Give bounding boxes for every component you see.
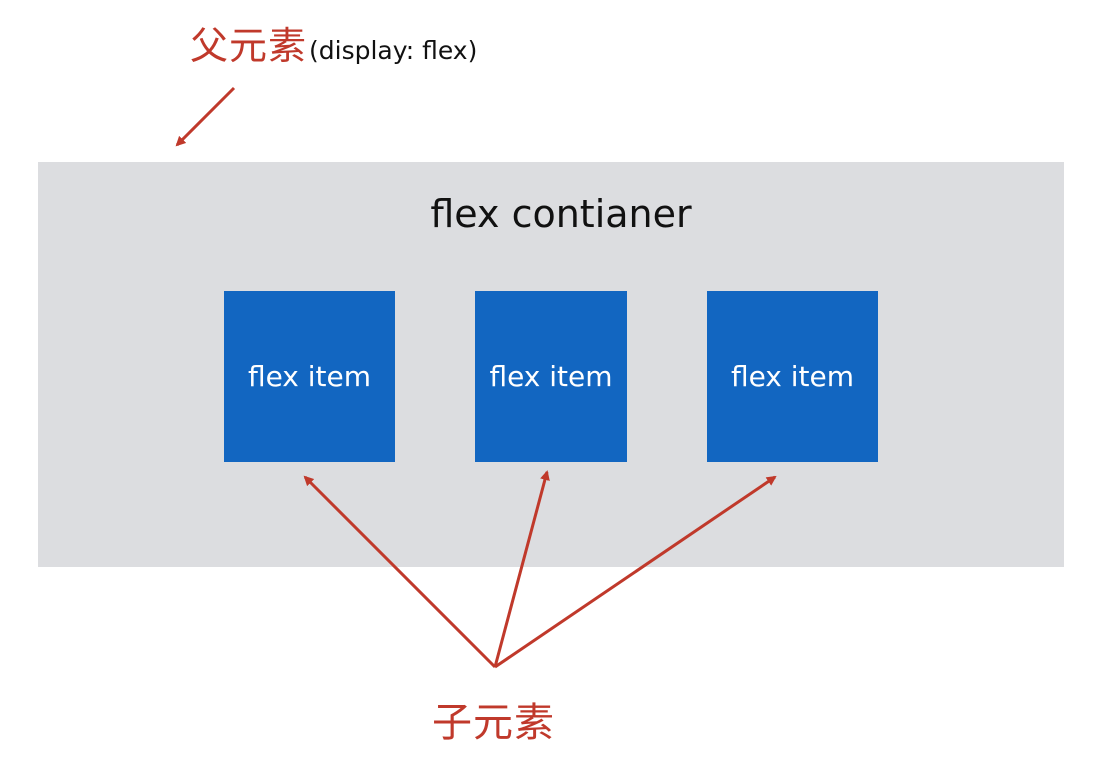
flex-item-3-label: flex item [730, 360, 855, 393]
flex-container: flex contianer flex item flex item flex … [38, 162, 1064, 567]
parent-arrow [175, 86, 236, 147]
flex-item-2: flex item [475, 291, 627, 462]
flex-container-title: flex contianer [430, 192, 692, 236]
parent-element-label: 父元素(display: flex) [190, 22, 477, 70]
flex-item-3: flex item [707, 291, 878, 462]
parent-element-text: 父元素 [190, 24, 308, 68]
display-flex-code: (display: flex) [309, 36, 478, 65]
flex-item-1: flex item [224, 291, 395, 462]
child-element-label: 子元素 [432, 700, 555, 746]
flex-item-1-label: flex item [247, 360, 372, 393]
flex-item-2-label: flex item [489, 360, 613, 393]
